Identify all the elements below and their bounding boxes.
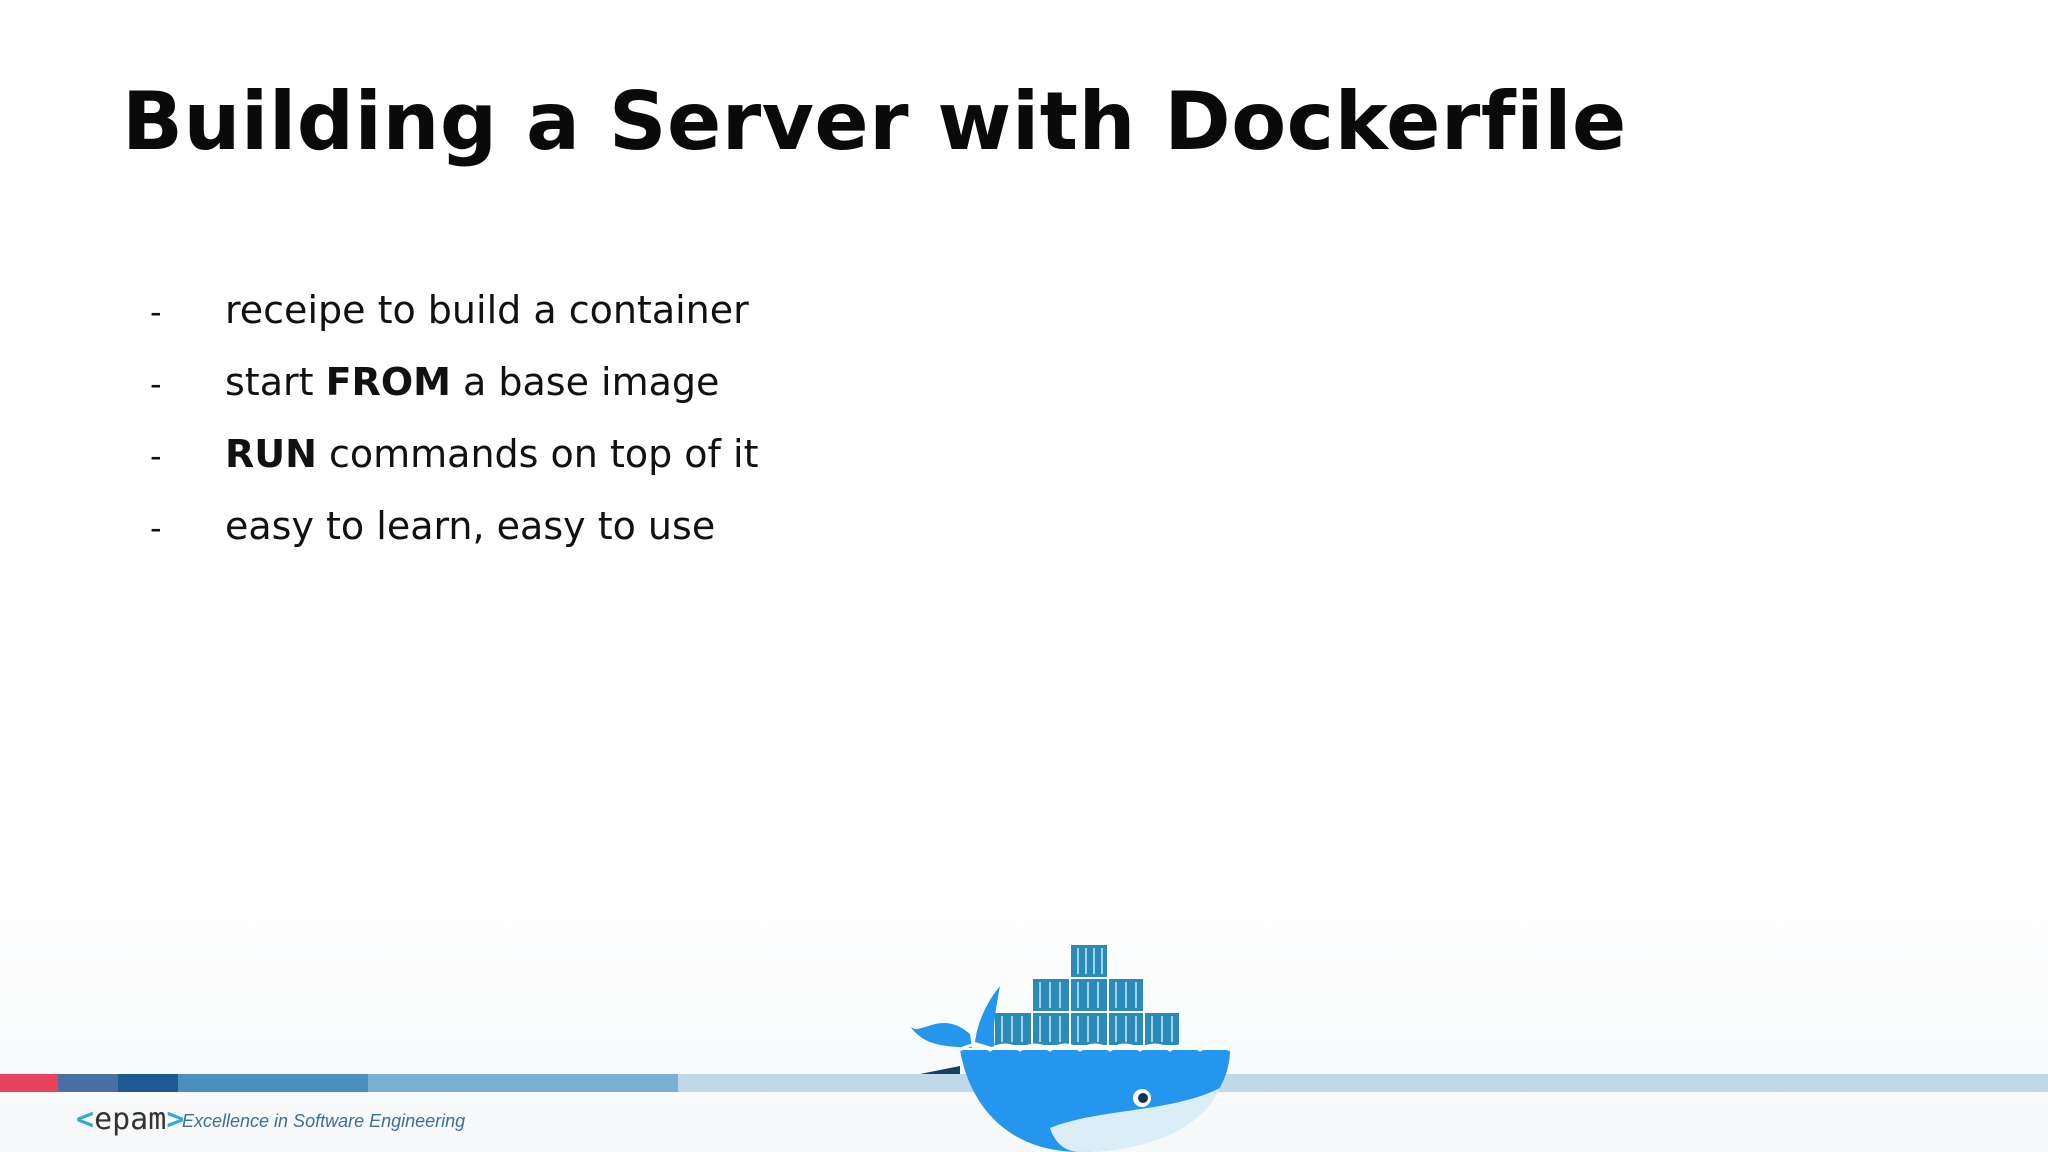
bullet-list: - receipe to build a container - start F… [150,288,758,576]
footer-tagline: Excellence in Software Engineering [182,1111,466,1131]
slide-title: Building a Server with Dockerfile [122,75,1627,168]
bullet-dash: - [150,509,162,547]
epam-logo: <epam> [76,1102,185,1137]
bullet-item: - receipe to build a container [150,288,758,360]
bullet-dash: - [150,365,162,403]
bullet-dash: - [150,293,162,331]
bullet-text: easy to learn, easy to use [225,504,716,548]
bullet-item: - RUN commands on top of it [150,432,758,504]
docker-whale-icon [910,943,1231,1152]
bullet-text: RUN commands on top of it [225,432,759,476]
bullet-item: - start FROM a base image [150,360,758,432]
bullet-dash: - [150,437,162,475]
bullet-text: receipe to build a container [225,288,749,332]
bullet-text: start FROM a base image [225,360,720,404]
bullet-item: - easy to learn, easy to use [150,504,758,576]
